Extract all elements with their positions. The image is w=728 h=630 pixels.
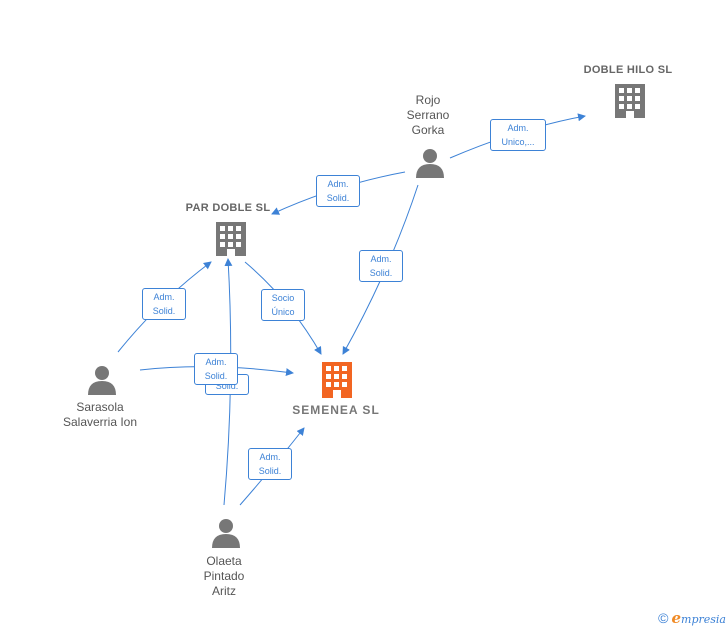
edge-label-rojo-pardoble[interactable]: Adm. Solid. [316, 175, 360, 207]
node-label-sarasola[interactable]: Sarasola Salaverria Ion [50, 400, 150, 430]
node-label-olaeta[interactable]: Olaeta Pintado Aritz [184, 554, 264, 599]
copyright-icon: © [658, 610, 669, 626]
edge-label-line: Adm. [259, 452, 281, 462]
person-icon [416, 149, 444, 178]
label-line: Gorka [411, 123, 445, 137]
edge-label-line: Único [271, 307, 295, 317]
edge-label-line: Solid. [152, 306, 176, 316]
brand-logo-text: mpresia [681, 613, 726, 626]
edge-label-line: Solid. [369, 268, 393, 278]
person-icon [88, 366, 116, 395]
edge-label-line: Solid. [326, 193, 350, 203]
edge-label-olaeta-semenea[interactable]: Adm. Solid. [248, 448, 292, 480]
building-icon [615, 84, 645, 118]
node-label-doble-hilo[interactable]: DOBLE HILO SL [583, 64, 673, 76]
label-line: Rojo [415, 93, 441, 107]
building-icon [216, 222, 246, 256]
label-line: Olaeta [206, 554, 242, 568]
label-line: Serrano [406, 108, 450, 122]
edge-label-line: Adm. [507, 123, 529, 133]
edge-label-line: Solid. [258, 466, 282, 476]
footer-brand: ©empresia [658, 609, 726, 627]
edge-label-rojo-semenea[interactable]: Adm. Solid. [359, 250, 403, 282]
edge-label-line: Adm. [205, 357, 227, 367]
node-label-semenea[interactable]: SEMENEA SL [292, 403, 380, 417]
edge-label-sarasola-pardoble[interactable]: Adm. Solid. [142, 288, 186, 320]
edge-label-line: Socio [271, 293, 295, 303]
label-line: Pintado [203, 569, 245, 583]
node-label-rojo[interactable]: Rojo Serrano Gorka [388, 93, 468, 138]
label-line: Sarasola [76, 400, 124, 414]
brand-logo: empresia [671, 609, 726, 627]
edge-label-sarasola-semenea[interactable]: Adm. Solid. [194, 353, 238, 385]
edge-label-line: Solid. [215, 381, 239, 391]
edge-label-line: Unico,... [501, 137, 535, 147]
brand-logo-e: e [671, 609, 682, 627]
edge-label-line: Adm. [370, 254, 392, 264]
edge-label-pardoble-semenea[interactable]: Socio Único [261, 289, 305, 321]
edge-label-line: Solid. [204, 371, 228, 381]
person-icon [212, 519, 240, 548]
building-icon [322, 362, 352, 398]
node-label-par-doble[interactable]: PAR DOBLE SL [185, 202, 271, 214]
edge-label-line: Adm. [327, 179, 349, 189]
label-line: Salaverria Ion [62, 415, 138, 429]
edge-label-line: Adm. [153, 292, 175, 302]
edge-label-rojo-doblehilo[interactable]: Adm. Unico,... [490, 119, 546, 151]
label-line: Aritz [212, 584, 236, 598]
